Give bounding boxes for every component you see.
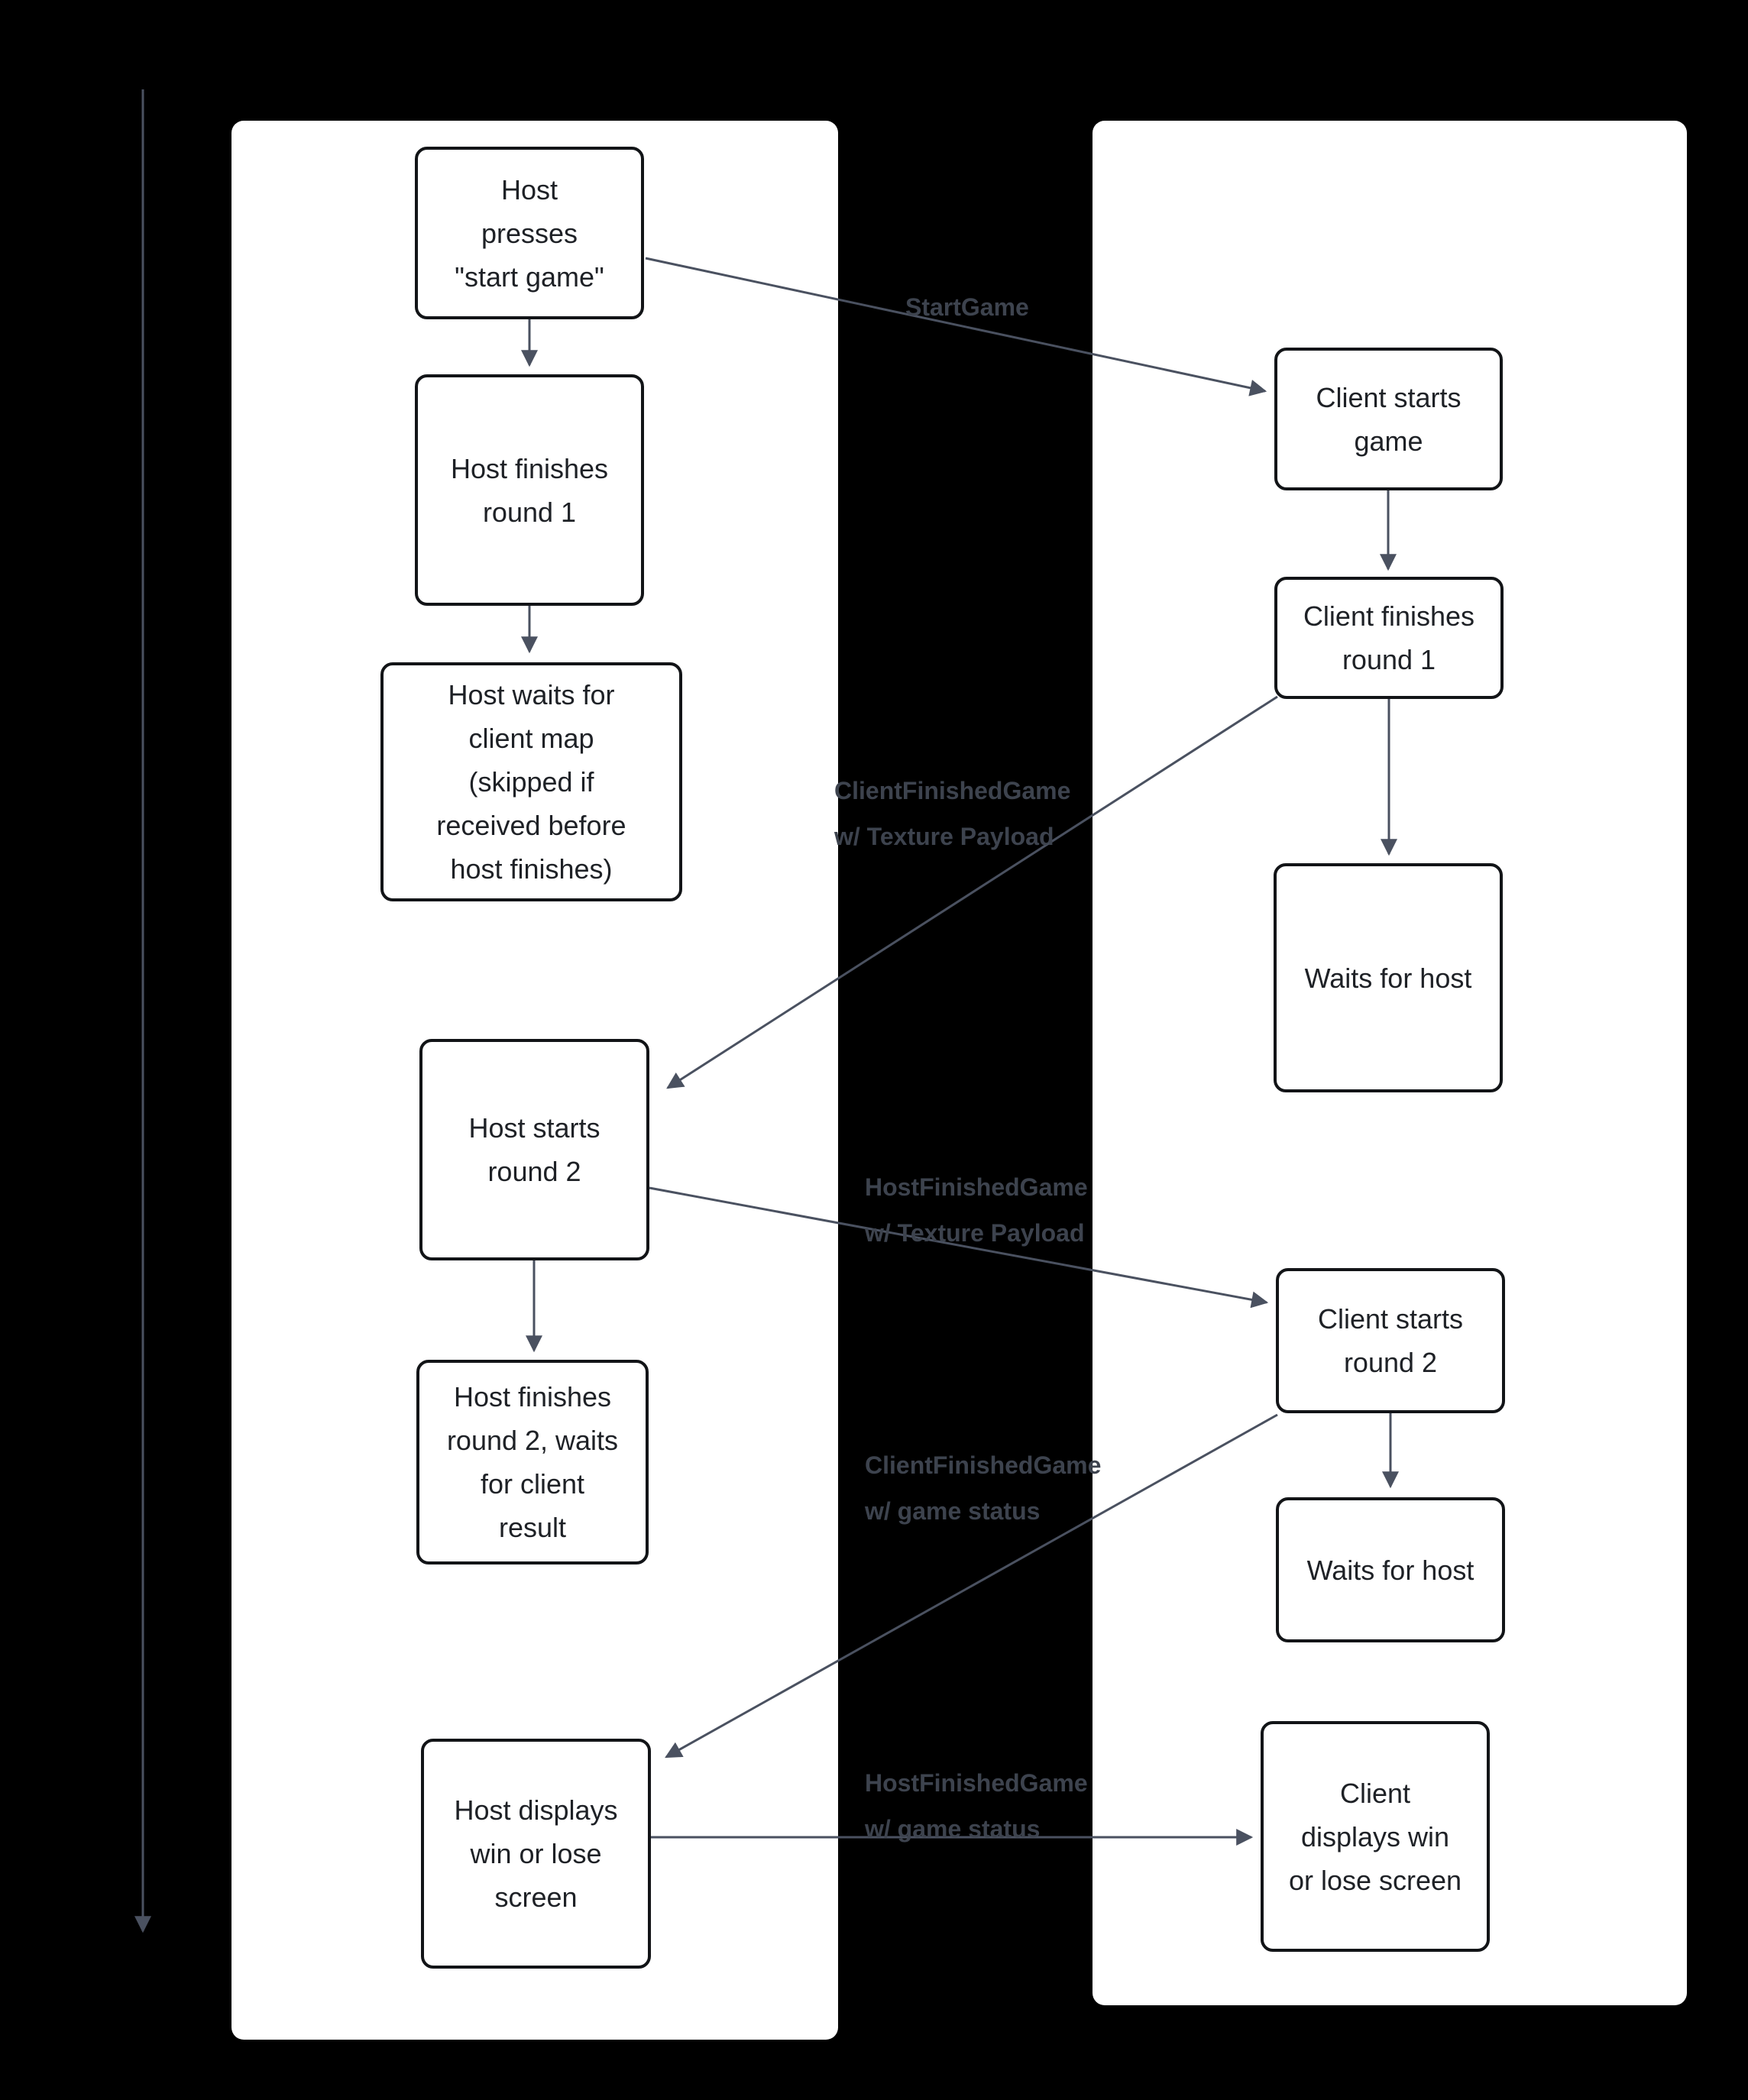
node-client-waits-for-host-1: Waits for host (1274, 863, 1503, 1092)
node-client-starts-round-2: Client starts round 2 (1276, 1268, 1505, 1413)
message-label-hostfinished-status: HostFinishedGame w/ game status (865, 1769, 1088, 1843)
node-host-waits-client-map: Host waits for client map (skipped if re… (380, 662, 682, 901)
arrow-startgame (645, 257, 1267, 396)
node-client-win-lose-screen: Client displays win or lose screen (1261, 1721, 1490, 1952)
node-host-win-lose-screen: Host displays win or lose screen (421, 1739, 651, 1969)
node-host-finishes-round-1: Host finishes round 1 (415, 374, 644, 606)
node-host-finishes-round-2: Host finishes round 2, waits for client … (416, 1360, 649, 1564)
node-client-finishes-round-1: Client finishes round 1 (1274, 577, 1504, 699)
node-host-press-start: Host presses "start game" (415, 147, 644, 319)
arrow-clientfinished-status (665, 1413, 1278, 1759)
arrow-clientfinished-texture (666, 695, 1278, 1089)
message-label-clientfinished-texture: ClientFinishedGame w/ Texture Payload (834, 777, 1071, 850)
node-client-waits-for-host-2: Waits for host (1276, 1497, 1505, 1642)
message-label-startgame: StartGame (905, 293, 1029, 321)
node-client-starts-game: Client starts game (1274, 348, 1503, 490)
node-host-starts-round-2: Host starts round 2 (419, 1039, 649, 1260)
message-label-clientfinished-status: ClientFinishedGame w/ game status (865, 1451, 1102, 1525)
message-label-hostfinished-texture: HostFinishedGame w/ Texture Payload (865, 1173, 1088, 1247)
arrow-hostfinished-texture (649, 1186, 1269, 1309)
